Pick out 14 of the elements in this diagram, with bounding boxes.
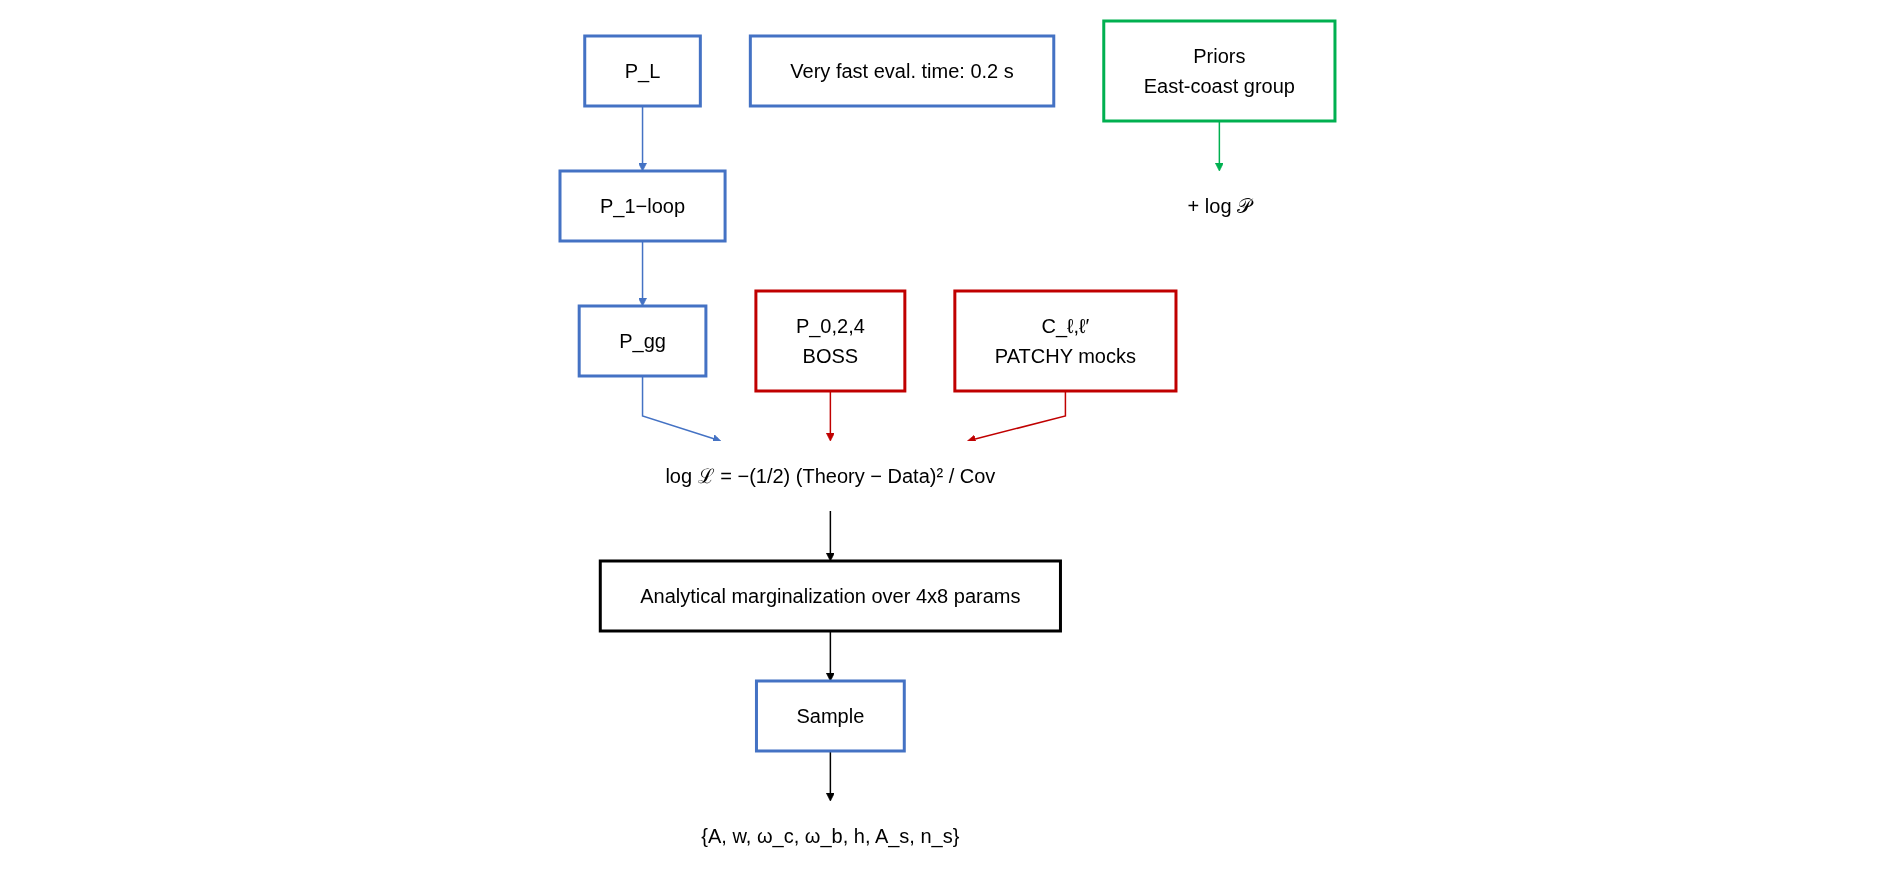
- node-box: P_L: [582, 34, 702, 108]
- node-box: Sample: [754, 679, 906, 753]
- node-box: Very fast eval. time: 0.2 s: [748, 34, 1055, 108]
- node-text: {A, w, ω_c, ω_b, h, A_s, n_s}: [700, 824, 959, 847]
- arrow: [641, 375, 721, 443]
- node-box: Priors East-coast group: [1101, 19, 1336, 123]
- node-text: log ℒ = −(1/2) (Theory − Data)² / Cov: [664, 464, 995, 487]
- node-box: C_ℓ,ℓ′ PATCHY mocks: [952, 289, 1177, 393]
- node-box: P_gg: [577, 304, 707, 378]
- arrow: [825, 750, 835, 802]
- node-box: P_1−loop: [558, 169, 727, 243]
- node-box: P_0,2,4 BOSS: [753, 289, 906, 393]
- node-box: Analytical marginalization over 4x8 params: [598, 559, 1062, 633]
- arrow: [825, 390, 835, 442]
